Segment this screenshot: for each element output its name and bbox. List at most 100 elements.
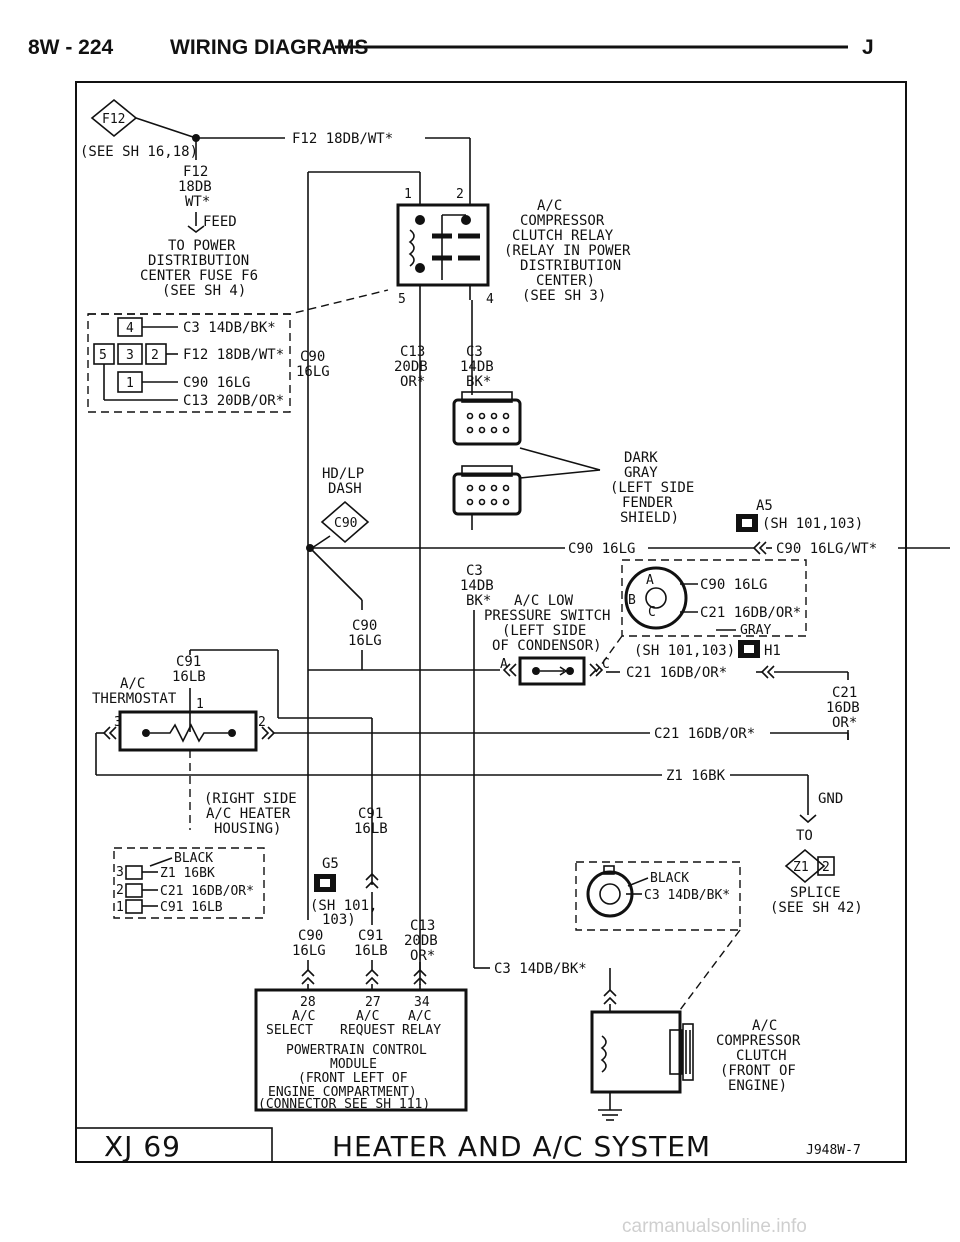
label-connectors-f12-wire: F12 18DB/WT* [292,131,393,147]
label-connectors-pdc-l3: CENTER FUSE F6 [140,268,258,284]
label-connectors-wires-c90b: 16LG [296,364,330,380]
black-connector-compressor: BLACK C3 14DB/BK* [575,861,741,1011]
powertrain-control-module: 28 27 34 A/C A/C A/C SELECT REQUEST RELA… [254,988,468,1112]
label-connectors-f12-v3: WT* [185,194,210,210]
header-section: WIRING DIAGRAMS [170,36,368,59]
label-connectors-pcm-l34b: RELAY [402,1023,441,1038]
label-connectors-c3bot-w: C3 14DB/BK* [494,961,587,977]
label-connectors-thermo-name2: THERMOSTAT [92,691,177,707]
label-connectors-dark-l1: DARK [624,450,658,466]
label-connectors-wires-c90a: C90 [300,349,325,365]
ac-compressor-clutch: A/C COMPRESSOR CLUTCH (FRONT OF ENGINE) [590,1010,801,1121]
pdc-label: TO POWER DISTRIBUTION CENTER FUSE F6 (SE… [140,238,258,299]
hdlp-dash-connector: HD/LP DASH C90 [306,466,370,552]
black-connector-heater: BLACK 3 Z1 16BK 2 C21 16DB/OR* 1 C91 16L… [113,847,265,919]
a5-splice: A5 (SH 101,103) [736,498,863,532]
ac-compressor-clutch-relay: 1 2 5 4 A/C COMPRESSOR CLUTCH RELAY (REL… [307,171,631,985]
label-connectors-dark-l4: FENDER [622,495,673,511]
label-connectors-blk1-w3: Z1 16BK [160,866,215,881]
label-connectors-blk1-w1: C91 16LB [160,900,223,915]
label-connectors-pcm-n2: MODULE [330,1057,377,1072]
label-connectors-pinbox-p1: 1 [126,376,134,391]
label-connectors-pdc-l4: (SEE SH 4) [162,283,246,299]
label-connectors-lowsw-pA: A [646,573,654,588]
label-connectors-pcmw-c13a: C13 [410,918,435,934]
ac-low-pressure-switch: A/C LOW PRESSURE SWITCH (LEFT SIDE OF CO… [484,559,807,673]
header-letter: J [862,36,874,59]
footer-code: J948W-7 [806,1143,861,1158]
label-connectors-pcm-n1: POWERTRAIN CONTROL [286,1043,427,1058]
label-connectors-relay-l2: COMPRESSOR [520,213,605,229]
label-connectors-f12-ref: (SEE SH 16,18) [80,144,198,160]
label-connectors-relay-p2: 2 [456,187,464,202]
label-connectors-pcm-l28b: SELECT [266,1023,313,1038]
label-connectors-z1-s2: (SEE SH 42) [770,900,863,916]
label-connectors-c91-a: C91 [358,806,383,822]
label-connectors-pcm-l28a: A/C [292,1009,315,1024]
label-connectors-h1-r2: 16DB [826,700,860,716]
label-connectors-pcmw-c13b: 20DB [404,933,438,949]
label-connectors-z1-to: TO [796,828,813,844]
label-connectors-pinbox-w2: F12 18DB/WT* [183,347,284,363]
label-connectors-lowsw-l4: OF CONDENSOR) [492,638,602,654]
label-connectors-relay-l7: (SEE SH 3) [522,288,606,304]
label-connectors-pinbox-p4: 4 [126,321,134,336]
label-connectors-g5-ref2: 103) [322,912,356,928]
label-connectors-pcm-p34: 34 [414,995,430,1010]
label-connectors-thermo-name1: A/C [120,676,145,692]
label-connectors-wires-c13c: OR* [400,374,425,390]
label-connectors-f12-feed: FEED [203,214,237,230]
label-connectors-lowsw-pA: A [500,657,508,672]
label-connectors-relay-l1: A/C [537,198,562,214]
label-connectors-g5-ref1: (SH 101, [310,898,377,914]
label-connectors-pcm-l34a: A/C [408,1009,431,1024]
label-connectors-h1-ref: (SH 101,103) [634,643,735,659]
label-connectors-thermo-p3: 3 [114,715,122,730]
label-connectors-c90b-a: C90 [352,618,377,634]
label-connectors-hdlp-l1: HD/LP [322,466,364,482]
relay-output-wires: C90 16LG C13 20DB OR* C3 14DB BK* [296,344,494,390]
label-connectors-clutch-l1: A/C [752,1018,777,1034]
footer: XJ 69 HEATER AND A/C SYSTEM J948W-7 [75,1127,861,1163]
label-connectors-pcm-n5: (CONNECTOR SEE SH 111) [258,1097,430,1112]
label-connectors-pcm-p27: 27 [365,995,381,1010]
label-connectors-relay-p1: 1 [404,187,412,202]
label-connectors-dark-l2: GRAY [624,465,658,481]
label-connectors-pcm-n3: (FRONT LEFT OF [298,1071,408,1086]
label-connectors-z1-tag2: 2 [822,860,830,875]
label-connectors-pdc-l2: DISTRIBUTION [148,253,249,269]
label-connectors-pdc-l1: TO POWER [168,238,236,254]
label-connectors-z1-tag: Z1 [793,860,809,875]
label-connectors-pinbox-w4: C13 20DB/OR* [183,393,284,409]
label-connectors-blk2-w: C3 14DB/BK* [644,888,730,903]
g5-splice: G5 (SH 101, 103) [310,856,379,928]
label-connectors-pinbox-p5: 5 [99,348,107,363]
label-connectors-g5-tag: G5 [322,856,339,872]
label-connectors-pcm-p28: 28 [300,995,316,1010]
label-connectors-relay-p5: 5 [398,292,406,307]
label-connectors-blk1-p3: 3 [116,865,124,880]
label-connectors-pcm-l27a: A/C [356,1009,379,1024]
watermark: carmanualsonline.info [622,1216,807,1237]
label-connectors-heater-l1: (RIGHT SIDE [204,791,297,807]
label-connectors-c3mid-b: 14DB [460,578,494,594]
label-connectors-wires-c3c: BK* [466,374,491,390]
footer-system: HEATER AND A/C SYSTEM [332,1130,711,1163]
heater-housing-label: (RIGHT SIDE A/C HEATER HOUSING) [204,791,297,837]
label-connectors-blk1-p1: 1 [116,900,124,915]
label-connectors-a5-wire: C90 16LG/WT* [776,541,877,557]
label-connectors-pinbox-p2: 2 [151,348,159,363]
label-connectors-a5-tag: A5 [756,498,773,514]
label-connectors-pcmw-c13c: OR* [410,948,435,964]
label-connectors-clutch-l3: CLUTCH [736,1048,787,1064]
label-connectors-relay-l3: CLUTCH RELAY [512,228,614,244]
label-connectors-dark-l3: (LEFT SIDE [610,480,694,496]
label-connectors-pinbox-w3: C90 16LG [183,375,250,391]
label-connectors-lowsw-pB: B [628,593,636,608]
label-connectors-wires-c13a: C13 [400,344,425,360]
label-connectors-blk1-w2: C21 16DB/OR* [160,884,254,899]
label-connectors-f12-v1: F12 [183,164,208,180]
label-connectors-pcmw-c91b: 16LB [354,943,388,959]
label-connectors-thermo-p1: 1 [196,697,204,712]
